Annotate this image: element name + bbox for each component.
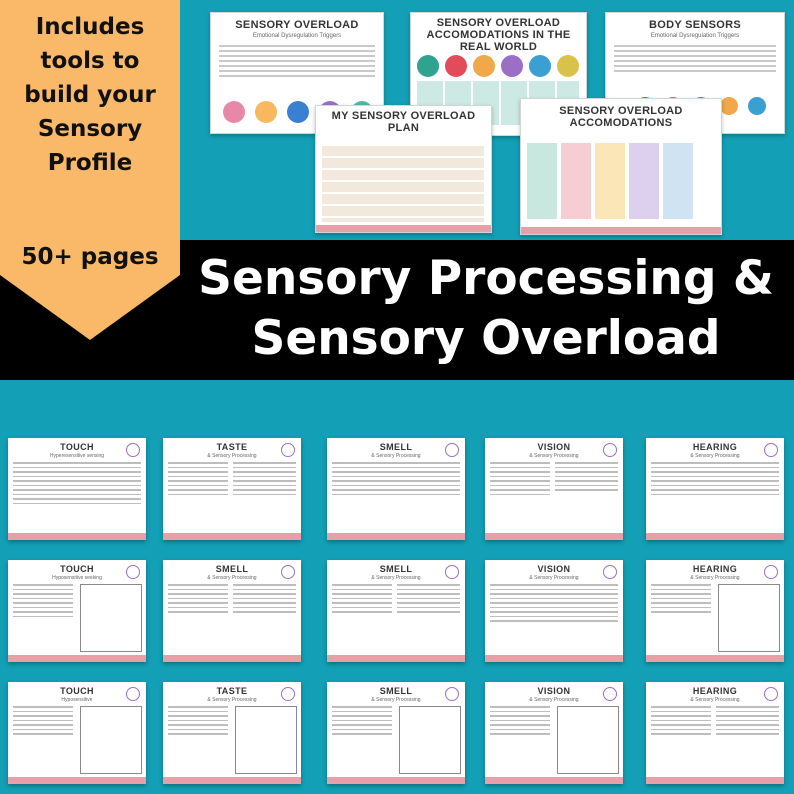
worksheet-card: HEARING & Sensory Processing xyxy=(646,438,784,540)
hand-icon xyxy=(126,565,140,579)
card-subtitle: & Sensory Processing xyxy=(371,453,421,459)
card-title: SMELL xyxy=(379,442,413,452)
card-title: VISION xyxy=(537,442,571,452)
card-subtitle: & Sensory Processing xyxy=(207,453,257,459)
card-title: SMELL xyxy=(379,564,413,574)
badge-line: Sensory xyxy=(37,116,143,142)
card-title: TOUCH xyxy=(60,564,94,574)
preview-title: SENSORY OVERLOAD ACCOMODATIONS xyxy=(559,105,683,129)
card-subtitle: & Sensory Processing xyxy=(207,697,257,703)
card-subtitle: & Sensory Processing xyxy=(371,697,421,703)
badge-line: Includes xyxy=(35,14,145,40)
worksheet-card: VISION & Sensory Processing xyxy=(485,560,623,662)
ear-icon xyxy=(764,443,778,457)
card-subtitle: & Sensory Processing xyxy=(529,697,579,703)
nose-icon xyxy=(445,443,459,457)
worksheet-card: SMELL & Sensory Processing xyxy=(327,560,465,662)
preview-subtitle: Emotional Dysregulation Triggers xyxy=(650,33,740,39)
card-title: TOUCH xyxy=(60,442,94,452)
worksheet-card: HEARING & Sensory Processing xyxy=(646,682,784,784)
card-subtitle: & Sensory Processing xyxy=(529,453,579,459)
worksheet-card: SMELL & Sensory Processing xyxy=(327,438,465,540)
card-title: SMELL xyxy=(215,564,249,574)
card-title: HEARING xyxy=(692,442,738,452)
nose-icon xyxy=(445,687,459,701)
card-title: VISION xyxy=(537,686,571,696)
worksheet-card: TOUCH Hyposensitive xyxy=(8,682,146,784)
eye-icon xyxy=(603,565,617,579)
card-title: VISION xyxy=(537,564,571,574)
title-banner: Sensory Processing & Sensory Overload xyxy=(0,240,794,380)
tongue-icon xyxy=(281,443,295,457)
preview-title: MY SENSORY OVERLOAD PLAN xyxy=(331,110,476,134)
badge-line: Profile xyxy=(47,150,133,176)
preview-accommodations: SENSORY OVERLOAD ACCOMODATIONS xyxy=(520,98,722,235)
card-subtitle: Hyperesensitive sensing xyxy=(49,453,105,459)
worksheet-card: SMELL & Sensory Processing xyxy=(327,682,465,784)
preview-sensory-overload: SENSORY OVERLOAD Emotional Dysregulation… xyxy=(210,12,384,134)
hand-icon xyxy=(126,443,140,457)
card-title: SMELL xyxy=(379,686,413,696)
badge-line: build your xyxy=(24,82,156,108)
nose-icon xyxy=(281,565,295,579)
card-subtitle: & Sensory Processing xyxy=(690,453,740,459)
worksheet-card: TOUCH Hyposensitive seeking xyxy=(8,560,146,662)
worksheet-card: TASTE & Sensory Processing xyxy=(163,682,301,784)
preview-title: SENSORY OVERLOAD ACCOMODATIONS IN THE RE… xyxy=(426,17,571,53)
card-subtitle: Hyposensitive xyxy=(61,697,93,703)
worksheet-card: VISION & Sensory Processing xyxy=(485,682,623,784)
nose-icon xyxy=(445,565,459,579)
preview-title: BODY SENSORS xyxy=(648,19,742,31)
ear-icon xyxy=(764,565,778,579)
ear-icon xyxy=(764,687,778,701)
eye-icon xyxy=(603,443,617,457)
worksheet-card: SMELL & Sensory Processing xyxy=(163,560,301,662)
pages-badge: Includes tools to build your Sensory Pro… xyxy=(0,0,180,340)
badge-pages-text: 50+ pages xyxy=(21,244,159,270)
tongue-icon xyxy=(281,687,295,701)
hand-icon xyxy=(126,687,140,701)
worksheet-card: VISION & Sensory Processing xyxy=(485,438,623,540)
card-title: TOUCH xyxy=(60,686,94,696)
eye-icon xyxy=(603,687,617,701)
preview-overload-plan: MY SENSORY OVERLOAD PLAN xyxy=(315,105,492,233)
card-subtitle: & Sensory Processing xyxy=(207,575,257,581)
worksheet-card: TOUCH Hyperesensitive sensing xyxy=(8,438,146,540)
card-subtitle: & Sensory Processing xyxy=(690,697,740,703)
banner-title-line1: Sensory Processing & xyxy=(198,251,774,306)
badge-tools-text: Includes tools to build your Sensory Pro… xyxy=(0,10,180,180)
card-subtitle: & Sensory Processing xyxy=(690,575,740,581)
card-subtitle: & Sensory Processing xyxy=(371,575,421,581)
badge-line: tools to xyxy=(40,48,140,74)
banner-title-line2: Sensory Overload xyxy=(251,311,721,366)
preview-title: SENSORY OVERLOAD xyxy=(235,19,359,31)
card-title: TASTE xyxy=(216,442,248,452)
preview-subtitle: Emotional Dysregulation Triggers xyxy=(252,33,342,39)
card-subtitle: & Sensory Processing xyxy=(529,575,579,581)
worksheet-card: HEARING & Sensory Processing xyxy=(646,560,784,662)
worksheet-card: TASTE & Sensory Processing xyxy=(163,438,301,540)
card-title: HEARING xyxy=(692,686,738,696)
card-title: HEARING xyxy=(692,564,738,574)
card-subtitle: Hyposensitive seeking xyxy=(52,575,102,581)
card-title: TASTE xyxy=(216,686,248,696)
